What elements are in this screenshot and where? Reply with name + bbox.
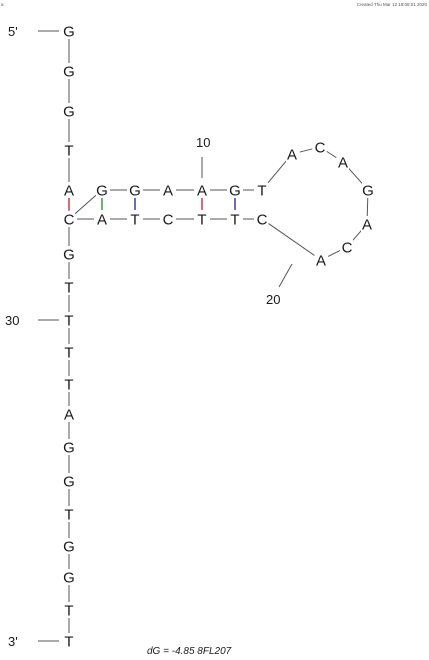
tail-nucleotide: T — [64, 634, 73, 651]
nucleotide-background — [63, 211, 75, 227]
loop-nucleotide: C — [342, 240, 353, 257]
tail-nucleotide: T — [64, 377, 73, 394]
nucleotide-background — [96, 211, 108, 227]
stem-nucleotide: G — [63, 24, 75, 41]
tail-nucleotide: T — [64, 280, 73, 297]
three-prime-label: 3' — [8, 634, 18, 649]
backbone-bond — [327, 250, 341, 257]
nucleotide-background — [63, 63, 75, 79]
backbone-bond — [74, 194, 97, 215]
backbone-bond — [299, 148, 313, 153]
backbone-bond — [326, 150, 337, 159]
top-strand-nucleotide: G — [229, 183, 241, 200]
backbone-bonds — [68, 39, 369, 633]
nucleotide-background — [196, 211, 208, 227]
nucleotide-background — [256, 182, 268, 198]
top-strand-nucleotide: A — [163, 183, 173, 200]
bottom-strand-nucleotide: T — [230, 212, 239, 229]
nucleotide-background — [362, 182, 374, 198]
nucleotide-background — [63, 506, 75, 522]
stem-nucleotide: A — [64, 183, 74, 200]
top-strand-nucleotide: G — [129, 183, 141, 200]
nucleotide-background — [286, 146, 298, 162]
nucleotide-background — [63, 182, 75, 198]
nucleotide-background — [63, 103, 75, 119]
nucleotide-background — [341, 239, 353, 255]
nucleotide-background — [229, 211, 241, 227]
nucleotides: GGGTAGGGAAGATACAGACACTTCTACGTTTTAGGTGGTT — [63, 23, 374, 651]
nucleotide-background — [315, 252, 327, 268]
tail-nucleotide: T — [64, 313, 73, 330]
tail-nucleotide: G — [63, 570, 75, 587]
nucleotide-background — [63, 376, 75, 392]
nucleotide-background — [256, 211, 268, 227]
panel-mark: a — [1, 2, 4, 7]
creation-timestamp: Created Thu Mar 12 18:08:01 2020 — [357, 2, 428, 7]
nucleotide-background — [361, 216, 373, 232]
nucleotide-background — [63, 439, 75, 455]
backbone-bond — [266, 159, 288, 185]
loop-nucleotide: A — [316, 253, 326, 270]
tail-nucleotide: T — [64, 603, 73, 620]
position-10-label: 10 — [196, 135, 210, 150]
nucleotide-background — [314, 139, 326, 155]
bottom-strand-nucleotide: T — [130, 212, 139, 229]
loop-nucleotide: G — [362, 183, 374, 200]
position-20-tick — [278, 263, 293, 288]
stem-nucleotide: G — [63, 104, 75, 121]
nucleotide-background — [229, 182, 241, 198]
nucleotide-background — [63, 142, 75, 158]
bottom-strand-nucleotide: T — [197, 212, 206, 229]
backbone-bond — [366, 197, 369, 217]
position-30-label: 30 — [5, 313, 19, 328]
stem-nucleotide: T — [64, 143, 73, 160]
nucleotide-background — [129, 182, 141, 198]
nucleotide-background — [63, 633, 75, 649]
bottom-strand-nucleotide: C — [64, 212, 75, 229]
nucleotide-background — [63, 344, 75, 360]
free-energy-label: dG = -4.85 8FL207 — [147, 646, 232, 657]
nucleotide-background — [63, 279, 75, 295]
bottom-strand-nucleotide: A — [97, 212, 107, 229]
nucleotide-background — [63, 473, 75, 489]
position-20-label: 20 — [266, 292, 280, 307]
nucleotide-background — [63, 602, 75, 618]
nucleotide-background — [63, 312, 75, 328]
nucleotide-background — [337, 154, 349, 170]
nucleotide-background — [63, 23, 75, 39]
loop-nucleotide: A — [338, 155, 348, 172]
bottom-strand-nucleotide: C — [163, 212, 174, 229]
tail-nucleotide: T — [64, 345, 73, 362]
loop-nucleotide: C — [315, 140, 326, 157]
bottom-strand-nucleotide: C — [257, 212, 268, 229]
nucleotide-background — [63, 246, 75, 262]
nucleotide-background — [162, 211, 174, 227]
five-prime-label: 5' — [8, 24, 18, 39]
tail-nucleotide: G — [63, 474, 75, 491]
nucleotide-background — [63, 538, 75, 554]
backbone-bond — [268, 223, 315, 256]
stem-nucleotide: G — [63, 64, 75, 81]
tail-nucleotide: A — [64, 407, 74, 424]
nucleotide-background — [162, 182, 174, 198]
backbone-bond — [347, 167, 364, 185]
nucleotide-background — [63, 569, 75, 585]
nucleotide-background — [63, 406, 75, 422]
top-strand-nucleotide: A — [197, 183, 207, 200]
nucleotide-background — [129, 211, 141, 227]
tail-nucleotide: G — [63, 539, 75, 556]
loop-nucleotide: A — [287, 147, 297, 164]
nucleotide-background — [96, 182, 108, 198]
top-strand-nucleotide: G — [96, 183, 108, 200]
backbone-bond — [351, 229, 363, 242]
tail-nucleotide: T — [64, 507, 73, 524]
tail-nucleotide: G — [63, 440, 75, 457]
top-strand-nucleotide: T — [257, 183, 266, 200]
loop-nucleotide: A — [362, 217, 372, 234]
tail-nucleotide: G — [63, 247, 75, 264]
nucleotide-background — [196, 182, 208, 198]
base-pair-lines — [68, 198, 236, 210]
